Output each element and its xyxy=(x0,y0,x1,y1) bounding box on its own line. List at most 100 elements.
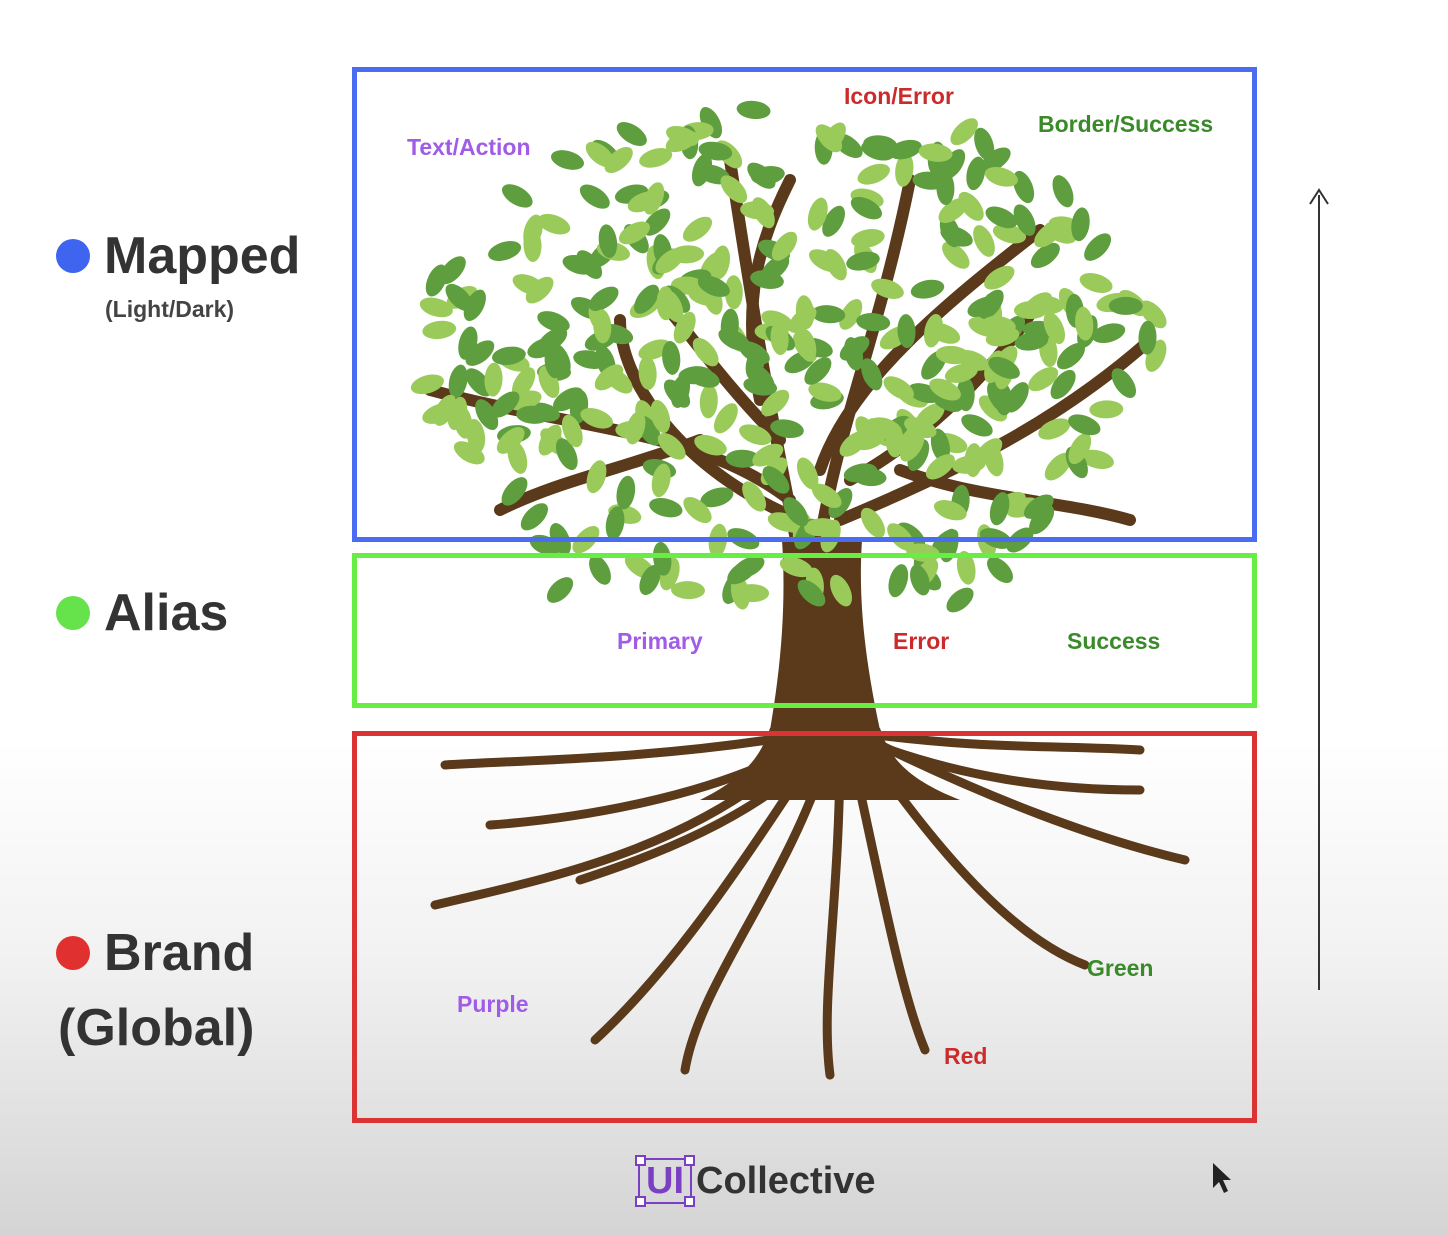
leaf xyxy=(856,313,891,332)
leaf xyxy=(657,432,686,460)
leaf xyxy=(950,118,978,146)
leaf xyxy=(662,340,681,375)
leaf xyxy=(694,434,727,456)
root xyxy=(590,740,825,1045)
leaf xyxy=(762,466,790,494)
alias-dot-icon xyxy=(56,596,90,630)
leaf xyxy=(1013,170,1035,204)
leaf xyxy=(796,328,817,362)
legend-brand: Brand xyxy=(56,927,254,979)
leaf xyxy=(580,408,613,429)
leaf xyxy=(720,308,739,343)
leaf xyxy=(961,414,993,437)
leaf xyxy=(988,356,1020,379)
leaf xyxy=(634,284,660,314)
leaf xyxy=(537,213,571,235)
alias-label-success: Success xyxy=(1067,628,1161,654)
leaf xyxy=(797,579,826,607)
leaf xyxy=(752,197,775,229)
leaf xyxy=(638,355,657,390)
leaf xyxy=(663,379,691,408)
leaf xyxy=(589,555,611,585)
leaf xyxy=(863,135,898,154)
leaf xyxy=(1013,204,1036,236)
leaf xyxy=(1028,367,1059,392)
leaf xyxy=(699,384,718,419)
leaf xyxy=(1068,414,1101,436)
leaf xyxy=(973,225,995,257)
leaf xyxy=(982,315,1016,335)
leaf xyxy=(662,290,684,323)
leaf xyxy=(422,320,457,340)
leaf xyxy=(978,289,1004,320)
leaf xyxy=(639,565,661,595)
leaf xyxy=(854,428,887,451)
leaf xyxy=(713,403,738,434)
leaf xyxy=(1029,504,1055,535)
brand-label-green: Green xyxy=(1087,955,1154,981)
leaf xyxy=(985,206,1018,229)
leaf xyxy=(931,529,959,557)
leaf xyxy=(822,205,845,237)
brand-layer-box xyxy=(352,731,1257,1123)
leaf xyxy=(593,309,612,344)
leaf xyxy=(984,265,1015,290)
leaf xyxy=(929,378,961,401)
legend-mapped-label: Mapped xyxy=(104,227,301,285)
leaf xyxy=(851,228,885,248)
mouse-cursor-icon xyxy=(1213,1163,1231,1193)
root xyxy=(850,727,1145,755)
leaf xyxy=(643,208,671,236)
leaf xyxy=(1057,342,1085,370)
leaf xyxy=(796,457,819,490)
leaf xyxy=(649,498,683,518)
leaf xyxy=(804,518,839,537)
leaf xyxy=(956,550,976,585)
leaf xyxy=(989,492,1010,526)
leaf xyxy=(546,577,574,603)
leaf xyxy=(618,221,650,245)
leaf xyxy=(1092,323,1126,344)
leaf xyxy=(857,163,890,185)
alias-layer-box xyxy=(352,553,1257,708)
leaf xyxy=(410,374,444,395)
leaf xyxy=(830,574,852,607)
logo-handle-icon xyxy=(684,1155,695,1166)
legend-alias: Alias xyxy=(56,587,228,639)
leaf xyxy=(496,427,525,454)
leaf xyxy=(883,376,914,400)
leaf xyxy=(604,367,633,394)
logo-mark: UI xyxy=(635,1155,695,1207)
leaf xyxy=(520,503,549,531)
leaf xyxy=(1068,433,1092,465)
leaf xyxy=(964,443,983,478)
leaf xyxy=(895,152,914,187)
leaf xyxy=(697,275,730,297)
mapped-label-border-success: Border/Success xyxy=(1038,111,1214,137)
leaf xyxy=(1071,207,1090,242)
leaf xyxy=(770,419,804,439)
leaf xyxy=(439,256,466,285)
leaf xyxy=(987,557,1013,583)
leaf xyxy=(839,336,870,361)
leaf xyxy=(1044,452,1072,481)
leaf xyxy=(783,497,809,527)
leaf xyxy=(750,270,784,289)
root xyxy=(440,730,805,770)
leaf xyxy=(980,147,1011,172)
leaf xyxy=(924,313,943,348)
leaf xyxy=(1084,233,1112,261)
leaf xyxy=(502,184,533,208)
logo-text: Collective xyxy=(696,1159,876,1202)
leaf xyxy=(730,575,750,610)
leaf xyxy=(1089,400,1124,419)
leaf xyxy=(761,389,790,417)
leaf xyxy=(550,150,585,170)
leaf xyxy=(491,391,520,418)
leaf xyxy=(984,166,1018,187)
brand-label-purple: Purple xyxy=(457,991,529,1017)
leaf xyxy=(808,382,842,402)
leaf xyxy=(448,364,468,399)
leaf xyxy=(639,148,673,168)
leaf xyxy=(897,314,916,349)
